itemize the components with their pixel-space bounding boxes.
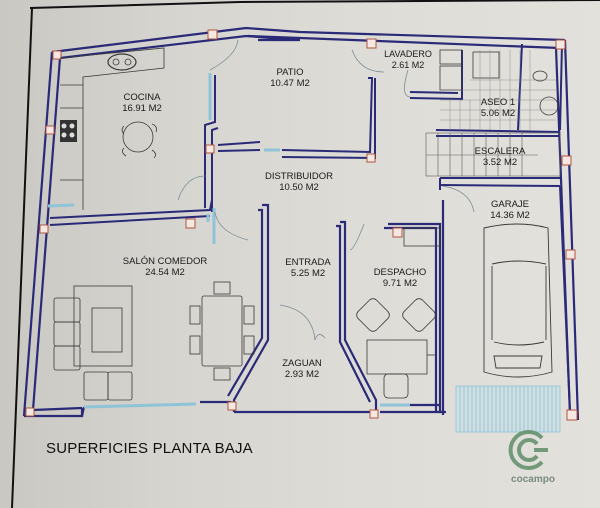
tile-grid xyxy=(440,50,556,130)
room-label-salon-comedor: SALÓN COMEDOR 24.54 M2 xyxy=(123,256,207,278)
room-area: 10.47 M2 xyxy=(270,78,310,89)
staircase xyxy=(425,132,561,177)
room-name: COCINA xyxy=(123,92,161,103)
room-area: 2.93 M2 xyxy=(284,369,320,380)
room-area: 2.61 M2 xyxy=(391,60,425,70)
kitchen-furniture xyxy=(59,47,165,210)
room-name: ASEO 1 xyxy=(480,97,516,108)
room-label-garaje: GARAJE 14.36 M2 xyxy=(490,199,530,221)
room-area: 5.06 M2 xyxy=(480,108,516,119)
room-area: 3.52 M2 xyxy=(482,157,518,168)
room-area: 16.91 M2 xyxy=(122,103,162,114)
room-area: 24.54 M2 xyxy=(145,267,185,278)
room-label-distribuidor: DISTRIBUIDOR 10.50 M2 xyxy=(265,171,333,193)
kitchen-walls xyxy=(49,75,261,226)
room-name: ENTRADA xyxy=(285,257,331,268)
stove-icon xyxy=(60,120,77,142)
room-name: ZAGUAN xyxy=(282,358,322,369)
garage-walls xyxy=(559,185,571,413)
stove-burners xyxy=(61,123,75,138)
room-name: ESCALERA xyxy=(474,146,526,157)
room-area: 5.25 M2 xyxy=(290,268,326,279)
room-label-patio: PATIO 10.47 M2 xyxy=(270,67,310,89)
logo-text: cocampo xyxy=(511,474,555,485)
door-swings xyxy=(177,39,475,341)
plan-title: SUPERFICIES PLANTA BAJA xyxy=(46,440,253,457)
room-name: DESPACHO xyxy=(373,267,427,278)
room-name: DISTRIBUIDOR xyxy=(264,171,334,182)
office-furniture xyxy=(356,227,441,399)
living-room-furniture xyxy=(53,281,255,401)
room-label-lavadero: LAVADERO 2.61 M2 xyxy=(384,49,432,71)
room-name: SALÓN COMEDOR xyxy=(122,256,208,267)
room-label-despacho: DESPACHO 9.71 M2 xyxy=(374,267,427,289)
cocampo-logo-icon xyxy=(508,430,548,470)
room-label-cocina: COCINA 16.91 M2 xyxy=(122,92,162,114)
windows xyxy=(47,73,410,409)
room-label-escalera: ESCALERA 3.52 M2 xyxy=(475,146,526,168)
room-name: GARAJE xyxy=(490,199,529,210)
room-label-zaguan: ZAGUAN 2.93 M2 xyxy=(282,358,322,380)
central-walls xyxy=(227,200,446,415)
room-label-aseo: ASEO 1 5.06 M2 xyxy=(481,97,515,119)
room-name: LAVADERO xyxy=(384,49,432,59)
room-area: 14.36 M2 xyxy=(490,210,530,221)
room-area: 9.71 M2 xyxy=(382,278,418,289)
site-boundary xyxy=(29,0,600,9)
structural-columns xyxy=(25,29,578,421)
car-icon xyxy=(483,223,553,378)
room-label-entrada: ENTRADA 5.25 M2 xyxy=(285,257,330,279)
cocampo-logo: cocampo xyxy=(498,428,568,488)
room-name: PATIO xyxy=(276,67,304,78)
room-area: 10.50 M2 xyxy=(279,182,319,193)
driveway-hatch xyxy=(455,385,561,433)
site-boundary-left xyxy=(11,7,33,508)
